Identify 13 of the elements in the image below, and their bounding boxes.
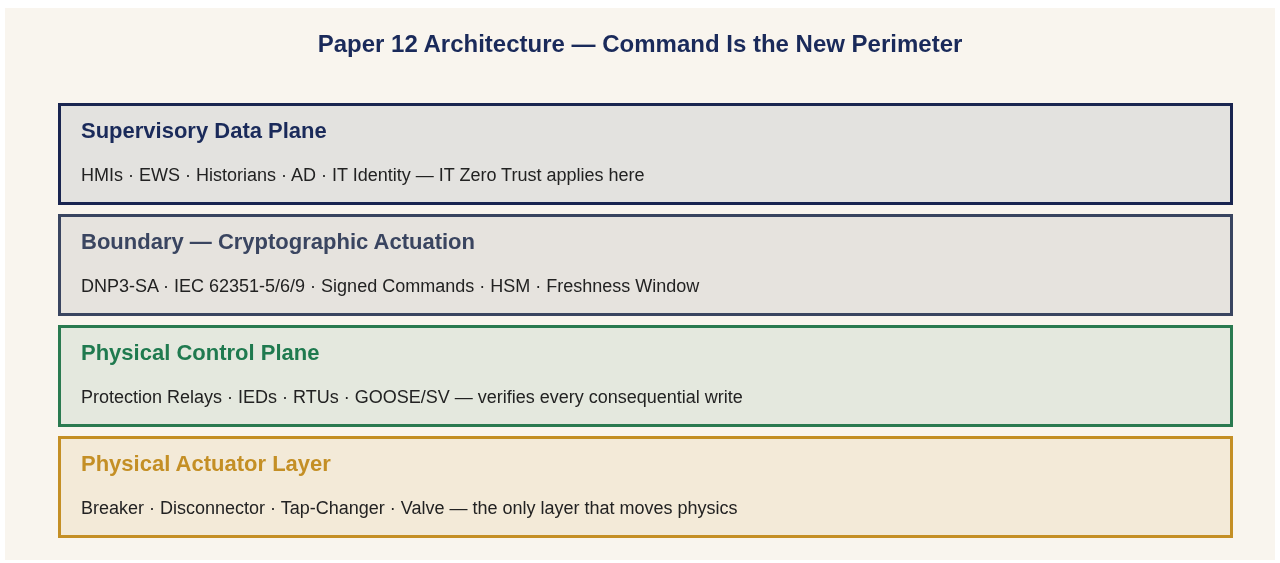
diagram-title: Paper 12 Architecture — Command Is the New Perimeter	[316, 30, 964, 58]
layer-heading: Physical Actuator Layer	[81, 451, 331, 477]
layer-description: HMIs · EWS · Historians · AD · IT Identity — IT Zero Trust applies here	[81, 165, 645, 186]
layer-band	[58, 103, 1233, 205]
layer-band	[58, 436, 1233, 538]
layer-description: Breaker · Disconnector · Tap-Changer · Valve — the only layer that moves physics	[81, 498, 738, 519]
layer-band	[58, 214, 1233, 316]
layer-description: Protection Relays · IEDs · RTUs · GOOSE/SV — verifies every consequential write	[81, 387, 743, 408]
layer-band	[58, 325, 1233, 427]
layer-heading: Physical Control Plane	[81, 340, 320, 366]
layer-description: DNP3-SA · IEC 62351-5/6/9 · Signed Commands · HSM · Freshness Window	[81, 276, 700, 297]
layer-heading: Boundary — Cryptographic Actuation	[81, 229, 475, 255]
layer-heading: Supervisory Data Plane	[81, 118, 327, 144]
